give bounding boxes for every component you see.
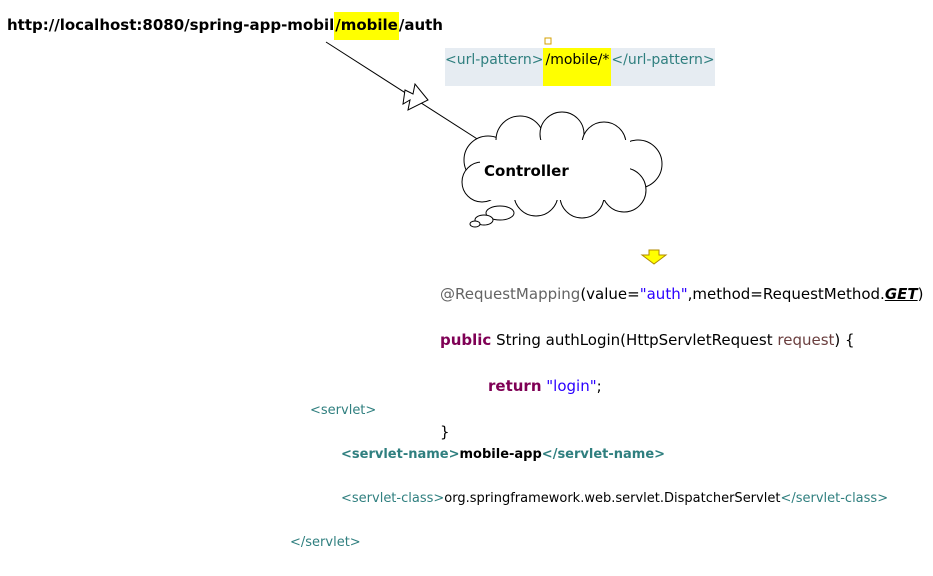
closing-brace: } bbox=[440, 423, 450, 441]
request-mapping-code: @RequestMapping(value="auth",method=Requ… bbox=[440, 260, 924, 467]
servlet-name-close-tag: </servlet-name> bbox=[541, 447, 666, 462]
url-highlight: /mobile bbox=[334, 12, 399, 40]
servlet-class-value: org.springframework.web.servlet.Dispatch… bbox=[444, 491, 781, 506]
request-url: http://localhost:8080/spring-app-mobil/m… bbox=[7, 12, 443, 40]
url-prefix: http://localhost:8080/spring-app-mobil bbox=[7, 16, 335, 34]
url-pattern-value: /mobile/* bbox=[543, 48, 612, 86]
mapping-args-prefix: (value= bbox=[580, 285, 640, 303]
code-line-return: return "login"; bbox=[440, 375, 924, 398]
servlet-name-open-tag: <servlet-name> bbox=[341, 447, 460, 462]
block-arrow-icon bbox=[402, 82, 429, 111]
cloud-fill bbox=[480, 140, 630, 200]
keyword-return: return bbox=[488, 377, 542, 395]
servlet-class-open-tag: <servlet-class> bbox=[341, 491, 445, 506]
keyword-public: public bbox=[440, 331, 492, 349]
servlet-open-tag: <servlet> bbox=[310, 403, 377, 418]
method-param: request bbox=[777, 331, 835, 349]
semicolon: ; bbox=[596, 377, 602, 395]
servlet-name-line: <servlet-name>mobile-app</servlet-name> bbox=[290, 444, 888, 466]
url-pattern-open-tag: <url-pattern> bbox=[445, 52, 544, 68]
annotation: @RequestMapping bbox=[440, 285, 581, 303]
servlet-class-close-tag: </servlet-class> bbox=[780, 491, 889, 506]
servlet-name-value: mobile-app bbox=[459, 447, 542, 462]
servlet-config: <servlet> <servlet-name>mobile-app</serv… bbox=[290, 378, 888, 576]
code-line-annotation: @RequestMapping(value="auth",method=Requ… bbox=[440, 283, 924, 306]
mapping-args-end: ) bbox=[917, 285, 924, 303]
diagram-graphics bbox=[325, 37, 668, 265]
mapping-value: "auth" bbox=[639, 285, 688, 303]
servlet-class-line: <servlet-class>org.springframework.web.s… bbox=[290, 488, 888, 510]
url-pattern-close-tag: </url-pattern> bbox=[611, 52, 715, 68]
return-value: "login" bbox=[546, 377, 597, 395]
controller-label: Controller bbox=[484, 162, 569, 180]
servlet-close-tag: </servlet> bbox=[290, 535, 361, 550]
method-signature: String authLogin(HttpServletRequest bbox=[491, 331, 778, 349]
signature-end: ) { bbox=[834, 331, 855, 349]
url-pattern-line: <url-pattern>/mobile/*</url-pattern> bbox=[445, 48, 715, 86]
servlet-open-line: <servlet> bbox=[290, 400, 888, 422]
url-suffix: /auth bbox=[398, 16, 443, 34]
mapping-method: GET bbox=[884, 285, 918, 303]
connector-line bbox=[325, 41, 483, 143]
servlet-close-line: </servlet> bbox=[290, 532, 888, 554]
mapping-args-mid: ,method=RequestMethod. bbox=[687, 285, 885, 303]
code-line-signature: public String authLogin(HttpServletReque… bbox=[440, 329, 924, 352]
selection-handle bbox=[544, 37, 552, 45]
code-line-close: } bbox=[440, 421, 924, 444]
down-arrow-icon bbox=[640, 249, 668, 265]
